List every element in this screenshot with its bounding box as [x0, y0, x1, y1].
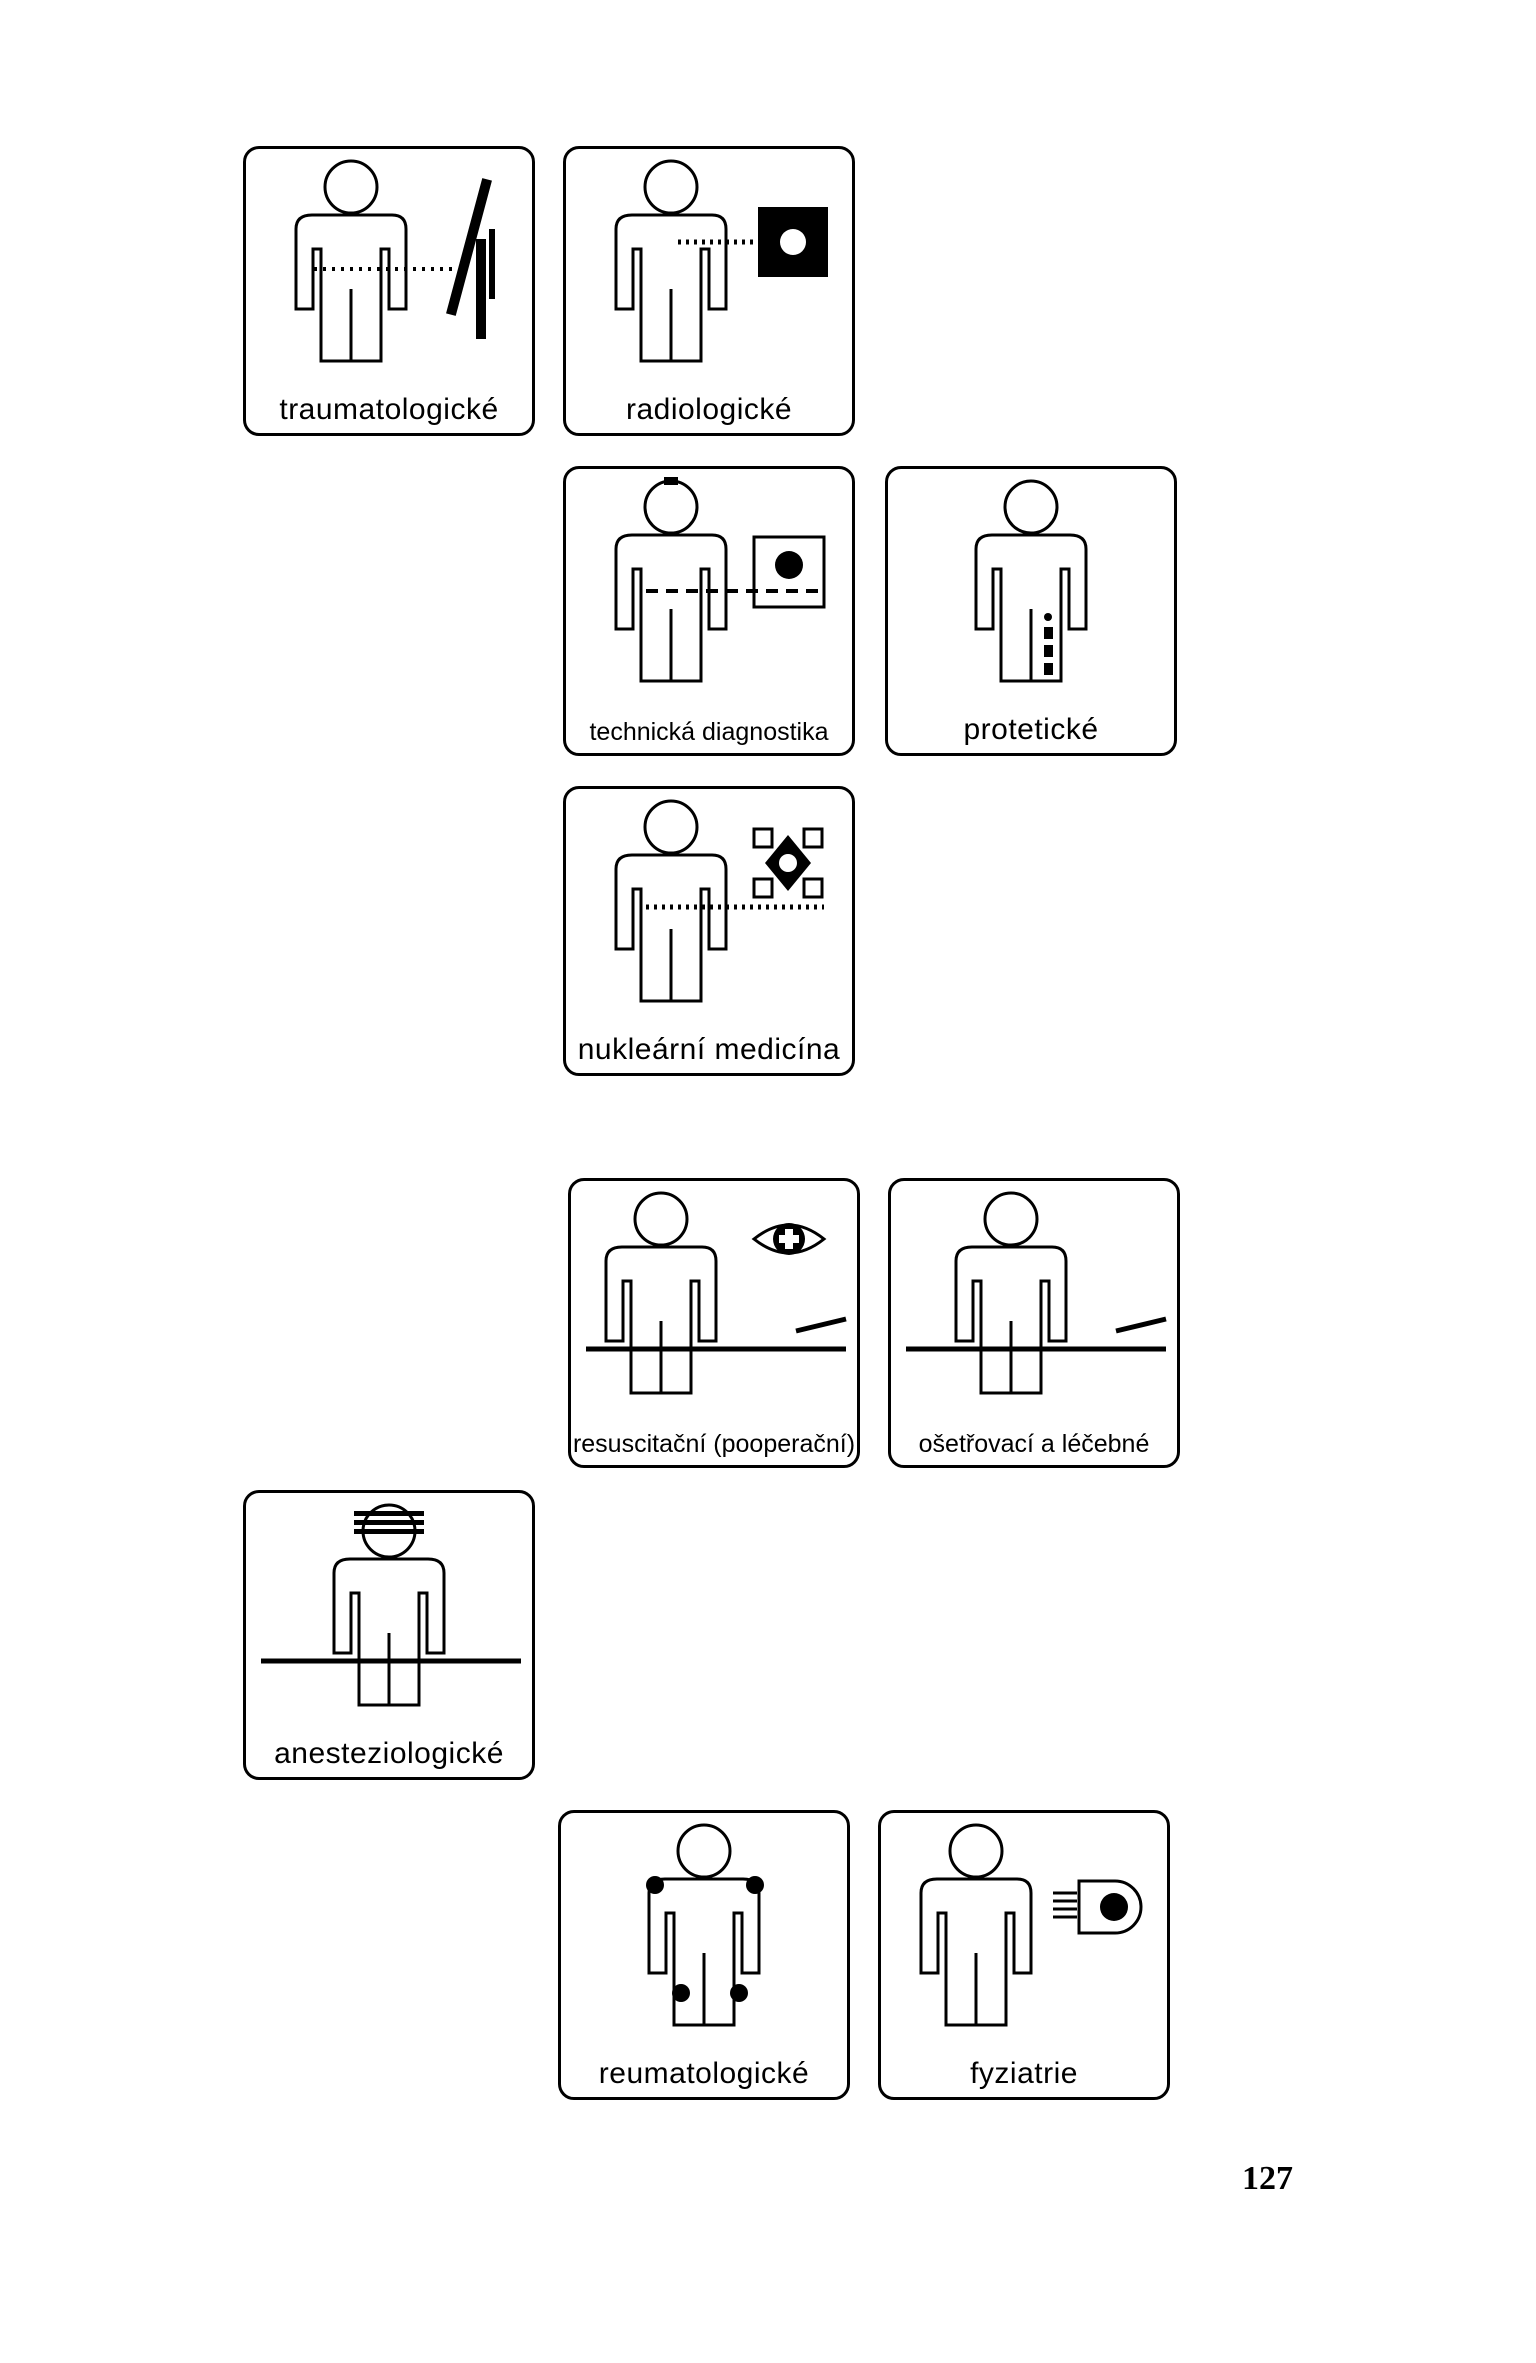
joint-dots-icon [646, 1823, 764, 2027]
pictogram-anesteziologicke: anesteziologické [243, 1490, 535, 1780]
pictogram-label: nukleární medicína [577, 1033, 841, 1066]
pictogram-reumatologicke: reumatologické [558, 1810, 850, 2100]
pictogram-fyziatrie: fyziatrie [878, 1810, 1170, 2100]
page-number: 127 [1242, 2160, 1293, 2197]
eye-cross-icon [586, 1191, 847, 1395]
pictogram-label: anesteziologické [274, 1737, 504, 1770]
radionuclide-icon [614, 799, 824, 1003]
anesthesia-icon [261, 1503, 521, 1707]
pictogram-proteticke: protetické [885, 466, 1177, 756]
pictogram-label: resuscitační (pooperační) [572, 1430, 856, 1458]
pictogram-label: ošetřovací a léčebné [918, 1430, 1150, 1458]
pictogram-traumatologicke: traumatologické [243, 146, 535, 436]
splint-icon [294, 159, 495, 363]
pictogram-technicka-diagnostika: technická diagnostika [563, 466, 855, 756]
pictogram-osetrovaci: ošetřovací a léčebné [888, 1178, 1180, 1468]
pictogram-label: radiologické [625, 393, 793, 426]
x-ray-source-icon [614, 159, 828, 363]
diagnostic-monitor-icon [614, 477, 826, 683]
pictogram-label: fyziatrie [970, 2057, 1078, 2090]
pictogram-radiologicke: radiologické [563, 146, 855, 436]
lamp-icon [919, 1823, 1143, 2027]
pictogram-label: reumatologické [598, 2057, 810, 2090]
pictogram-label: traumatologické [279, 393, 499, 426]
pictogram-nuklearni-medicina: nukleární medicína [563, 786, 855, 1076]
prosthesis-icon [974, 479, 1088, 683]
pictogram-label: protetické [963, 713, 1099, 746]
pictogram-resuscitacni: resuscitační (pooperační) [568, 1178, 860, 1468]
pictogram-label: technická diagnostika [589, 718, 829, 746]
bed-icon [906, 1191, 1167, 1395]
